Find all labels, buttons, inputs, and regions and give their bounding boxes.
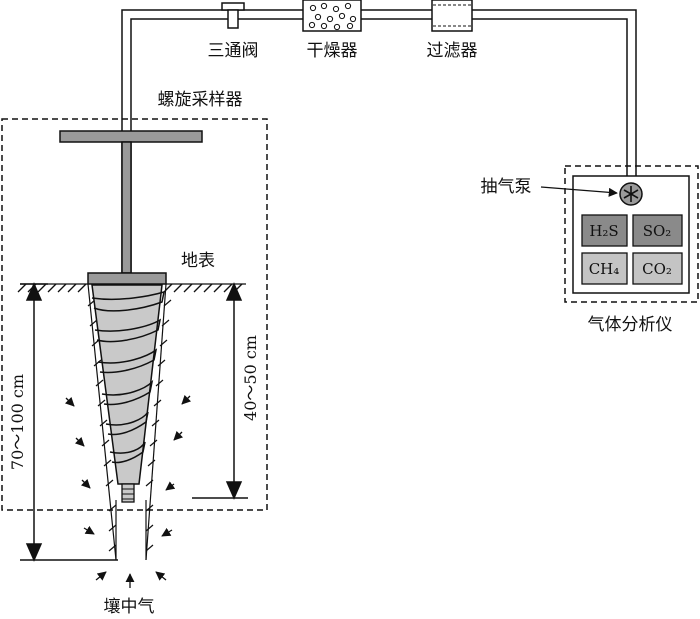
gas-sensor-co2: CO₂: [632, 252, 683, 285]
gas-sensor-ch4: CH₄: [581, 252, 628, 285]
depth-total-label: 70～100 cm: [8, 374, 27, 470]
sampler-shaft: [121, 141, 132, 274]
analyzer-frame: [564, 165, 699, 303]
borehole-walls: [87, 283, 172, 561]
gas-sensor-so2: SO₂: [632, 214, 683, 247]
ground-surface-label: 地表: [181, 251, 215, 271]
dryer-icon: [302, 0, 362, 32]
svg-text:H₂S: H₂S: [589, 222, 618, 240]
filter-label: 过滤器: [427, 41, 478, 61]
soil-gas-label: 壤中气: [104, 596, 155, 617]
filter-icon: [431, 0, 473, 32]
soil-gas-arrows: [64, 394, 192, 588]
sampler-plate: [87, 272, 167, 285]
depth-sampler-dimension: [192, 282, 248, 500]
gas-sensor-h2s: H₂S: [581, 214, 628, 247]
pump-icon: [619, 182, 643, 206]
spiral-auger: [91, 284, 165, 503]
depth-sampler-label: 40～50 cm: [241, 335, 260, 421]
svg-text:CH₄: CH₄: [589, 260, 620, 278]
depth-total-dimension: [20, 282, 118, 562]
analyzer-label: 气体分析仪: [588, 315, 673, 335]
svg-text:CO₂: CO₂: [642, 260, 672, 278]
pump-label: 抽气泵: [481, 177, 532, 197]
spiral-sampler-frame: [1, 118, 268, 511]
three-way-valve-icon: [221, 2, 245, 29]
spiral-sampler-label: 螺旋采样器: [158, 90, 243, 110]
sampler-handle: [59, 130, 203, 143]
svg-text:SO₂: SO₂: [643, 222, 672, 240]
dryer-label: 干燥器: [307, 41, 358, 61]
pump-pointer: [540, 186, 618, 197]
three-way-valve-label: 三通阀: [208, 41, 259, 61]
